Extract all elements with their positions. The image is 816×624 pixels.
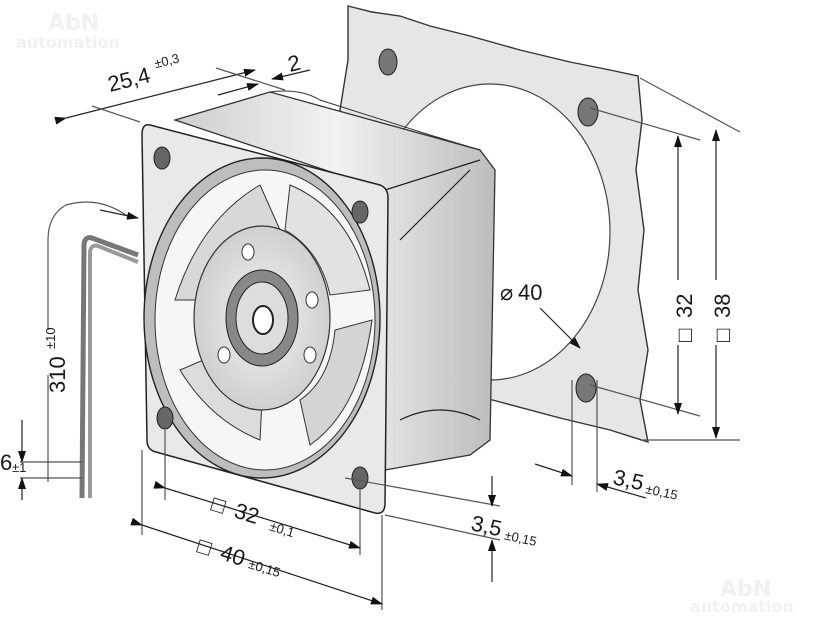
watermark-top-left: AbN automation [16,11,120,52]
svg-text:40: 40 [217,540,248,571]
svg-text:±0,15: ±0,15 [247,556,282,580]
svg-text:□: □ [672,329,697,342]
diameter-label: ⌀ 40 [500,280,542,305]
hole-pitch-label: □ 32 ±0,1 [209,491,297,541]
svg-text:25,4: 25,4 [105,62,153,97]
flange-dimension-label: 2 [285,50,303,77]
svg-text:±0,3: ±0,3 [153,51,181,72]
svg-text:⌀: ⌀ [500,280,513,305]
svg-text:automation: automation [690,597,794,616]
svg-text:AbN: AbN [720,577,771,602]
depth-dimension-label: 25,4 ±0,3 [105,51,181,97]
svg-text:38: 38 [710,294,735,318]
svg-text:±0,15: ±0,15 [644,481,679,502]
svg-text:±10: ±10 [43,327,58,349]
hole-pitch-vertical-label: □ 32 [672,294,697,342]
dimension-lines [18,67,741,610]
svg-text:±0,15: ±0,15 [503,527,538,548]
svg-text:□: □ [710,329,735,342]
svg-text:±1: ±1 [12,460,26,475]
watermark-bottom-right: AbN automation [690,577,794,616]
svg-text:32: 32 [231,498,262,529]
fan-cable [79,235,139,499]
outer-vertical-label: □ 38 [710,294,735,342]
svg-text:□: □ [195,533,215,561]
front-hole-offset-label: 3,5 ±0,15 [469,510,538,548]
outer-size-label: □ 40 ±0,15 [195,533,283,580]
svg-text:310: 310 [45,356,70,393]
plate-hole-offset-label: 3,5 ±0,15 [611,464,679,502]
svg-text:3,5: 3,5 [469,510,504,541]
svg-text:3,5: 3,5 [611,464,646,495]
wire-strip-label: 6 ±1 [0,450,26,475]
svg-text:±0,1: ±0,1 [268,519,297,541]
svg-text:automation: automation [16,33,120,52]
svg-text:□: □ [209,491,229,519]
fan-housing [141,90,496,515]
svg-text:6: 6 [0,450,12,475]
cable-length-label: 310 ±10 [43,327,70,393]
svg-text:32: 32 [672,294,697,318]
svg-text:40: 40 [518,280,542,305]
svg-text:AbN: AbN [48,11,99,36]
